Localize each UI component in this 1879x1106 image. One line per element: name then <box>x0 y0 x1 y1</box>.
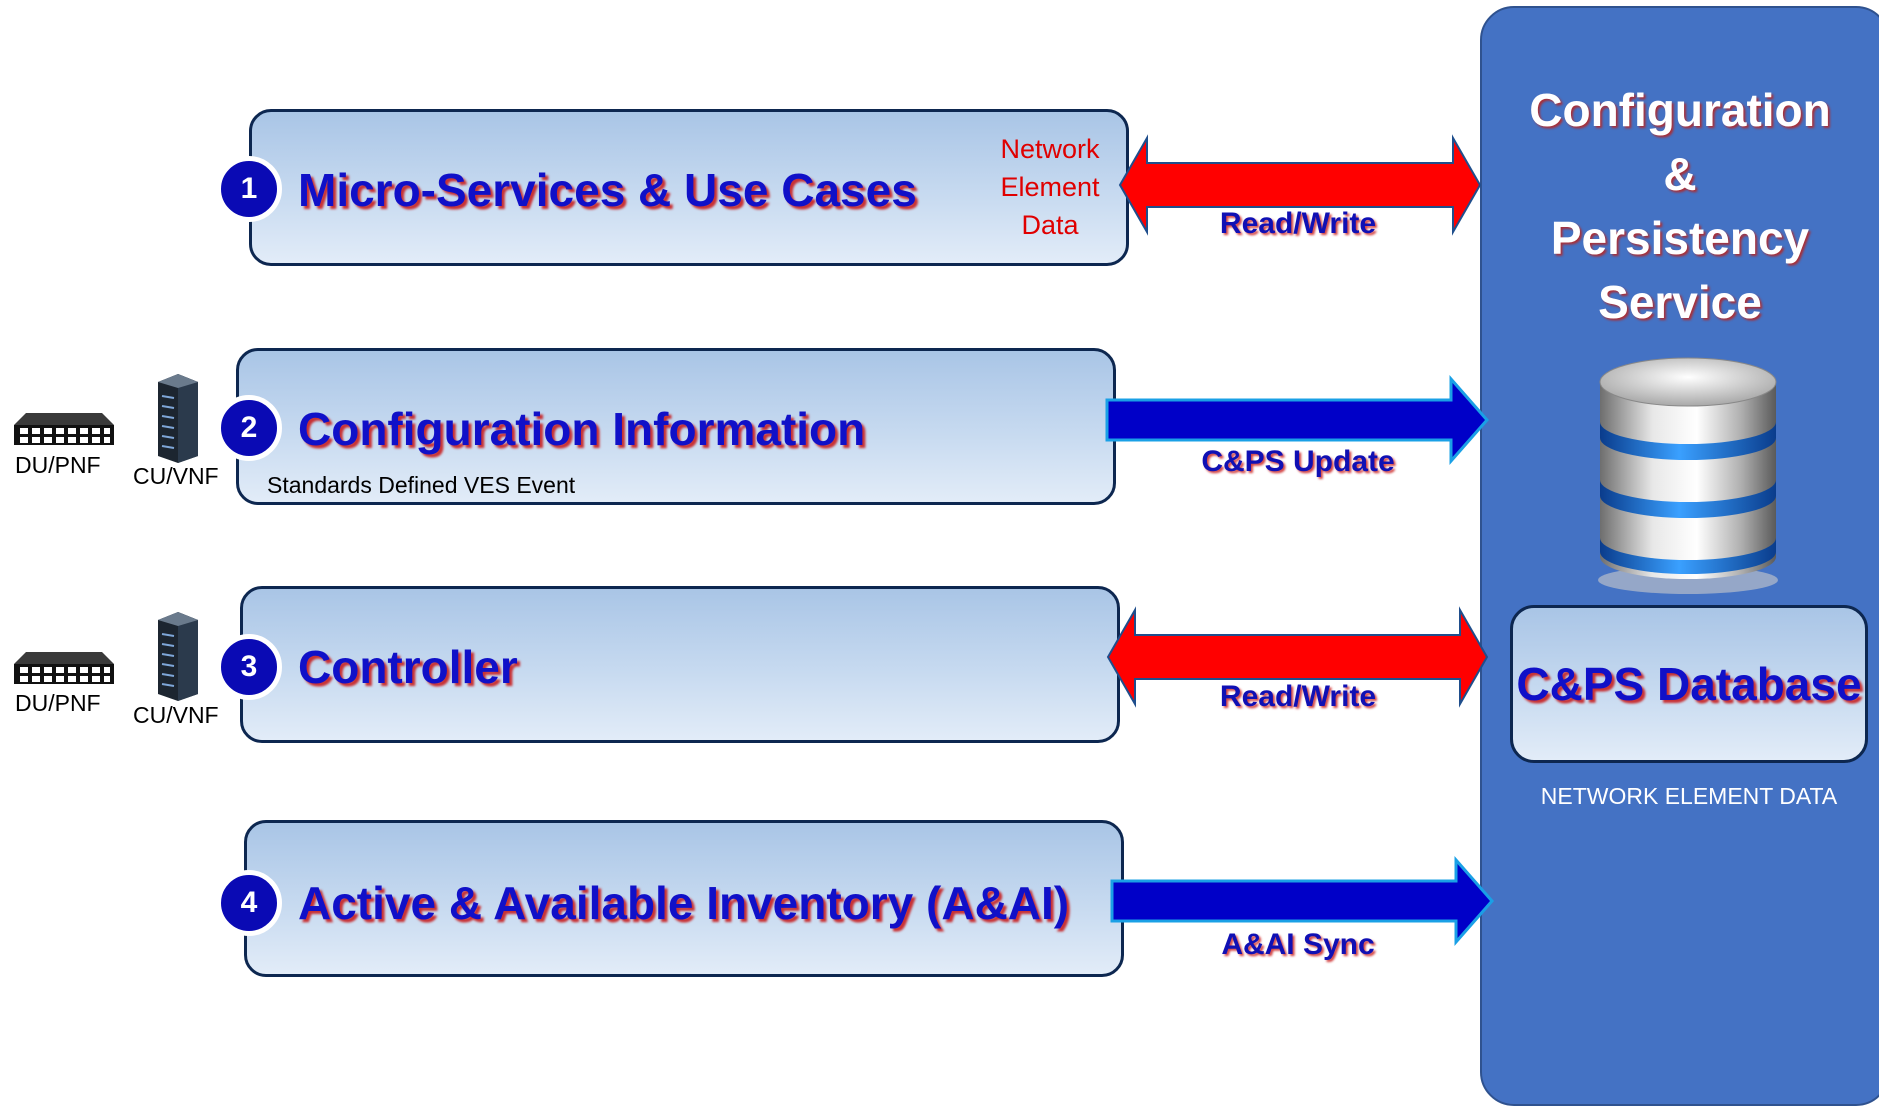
aai-sync-arrow <box>1110 856 1494 946</box>
aai-box <box>244 820 1124 977</box>
panel-title-line-3: Persistency <box>1550 212 1810 264</box>
cps-database-title: C&PS Database <box>1516 658 1862 710</box>
step-3-badge: 3 <box>216 634 282 700</box>
panel-title-line-2: & <box>1663 148 1697 200</box>
read-write-arrow-2 <box>1106 606 1489 708</box>
aai-sync-label: A&AI Sync <box>1221 928 1375 961</box>
micro-services-title: Micro-Services & Use Cases <box>298 164 917 216</box>
aai-title: Active & Available Inventory (A&AI) <box>298 877 1070 929</box>
ves-event-label: Standards Defined VES Event <box>267 472 576 498</box>
micro-services-box <box>249 109 1129 266</box>
network-element-data-caption: NETWORK ELEMENT DATA <box>1540 783 1838 809</box>
panel-title-line-1: Configuration <box>1529 84 1831 136</box>
ne-label-line-2: Element <box>1000 172 1100 202</box>
database-icon <box>1598 357 1778 594</box>
ne-label-line-3: Data <box>1021 210 1079 240</box>
network-element-data-label: Network Element Data <box>970 130 1130 244</box>
panel-title-line-4: Service <box>1598 276 1762 328</box>
controller-title: Controller <box>298 641 518 693</box>
step-1-badge: 1 <box>216 156 282 222</box>
cps-update-arrow <box>1105 375 1489 465</box>
ne-label-line-1: Network <box>1000 134 1100 164</box>
cps-service-title: Configuration & Persistency Service <box>1490 78 1870 334</box>
read-write-label-1: Read/Write <box>1219 207 1377 240</box>
read-write-label-2: Read/Write <box>1219 680 1377 713</box>
controller-box <box>240 586 1120 743</box>
cps-database-box: C&PS Database <box>1510 605 1868 763</box>
cu-vnf-label: CU/VNF <box>133 463 219 489</box>
du-pnf-label: DU/PNF <box>15 690 101 716</box>
configuration-information-title: Configuration Information <box>298 403 866 455</box>
switch-icon <box>14 652 114 684</box>
du-pnf-label: DU/PNF <box>15 452 101 478</box>
server-tower-icon <box>158 612 198 701</box>
read-write-arrow-1 <box>1118 134 1482 236</box>
switch-icon <box>14 413 114 445</box>
step-4-badge: 4 <box>216 870 282 936</box>
cu-vnf-label: CU/VNF <box>133 702 219 728</box>
step-2-badge: 2 <box>216 395 282 461</box>
configuration-information-box <box>236 348 1116 505</box>
server-tower-icon <box>158 374 198 463</box>
cps-update-label: C&PS Update <box>1201 445 1395 478</box>
